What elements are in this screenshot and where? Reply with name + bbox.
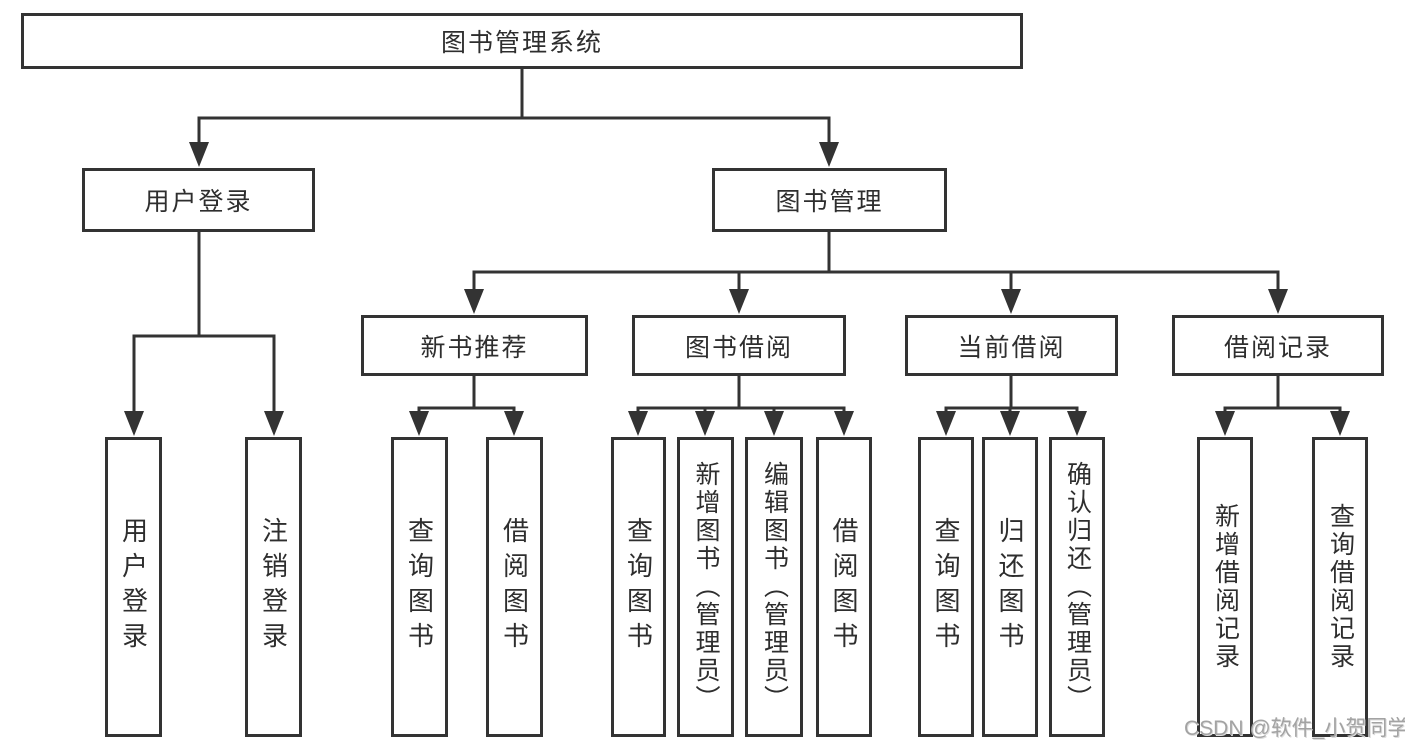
node-new-book-recommend-label: 新书推荐	[420, 333, 529, 362]
leaf-confirm-return-admin: 确认归还（管理员）	[1049, 437, 1105, 737]
leaf-return-book-label: 归还图书	[995, 517, 1025, 657]
node-book-borrow: 图书借阅	[632, 315, 846, 376]
leaf-borrow-books-borrow-label: 借阅图书	[829, 517, 859, 657]
node-borrow-records-label: 借阅记录	[1223, 333, 1332, 362]
leaf-borrow-books-borrow: 借阅图书	[816, 437, 872, 737]
csdn-watermark: CSDN @软件_小贺同学	[1184, 717, 1405, 740]
leaf-query-books-recommend: 查询图书	[391, 437, 448, 737]
node-new-book-recommend: 新书推荐	[361, 315, 588, 376]
leaf-query-books-current: 查询图书	[918, 437, 974, 737]
leaf-query-books-recommend-label: 查询图书	[404, 517, 435, 657]
leaf-add-book-admin: 新增图书（管理员）	[677, 437, 734, 737]
leaf-logout: 注销登录	[245, 437, 302, 737]
leaf-add-borrow-record-label: 新增借阅记录	[1211, 503, 1240, 671]
leaf-query-borrow-record-label: 查询借阅记录	[1326, 503, 1355, 671]
node-borrow-records: 借阅记录	[1172, 315, 1384, 376]
leaf-borrow-books-recommend-label: 借阅图书	[499, 517, 530, 657]
leaf-user-login-label: 用户登录	[118, 517, 149, 657]
node-user-login: 用户登录	[82, 168, 315, 232]
leaf-edit-book-admin: 编辑图书（管理员）	[745, 437, 803, 737]
node-current-borrow-label: 当前借阅	[957, 333, 1066, 362]
arrowheads	[124, 142, 1350, 436]
leaf-edit-book-admin-label: 编辑图书（管理员）	[760, 461, 789, 713]
leaf-query-borrow-record: 查询借阅记录	[1312, 437, 1368, 737]
leaf-query-books-current-label: 查询图书	[931, 517, 961, 657]
leaf-query-books-borrow: 查询图书	[611, 437, 666, 737]
leaf-borrow-books-recommend: 借阅图书	[486, 437, 543, 737]
node-root: 图书管理系统	[21, 13, 1023, 69]
leaf-query-books-borrow-label: 查询图书	[623, 517, 654, 657]
leaf-add-borrow-record: 新增借阅记录	[1197, 437, 1253, 737]
leaf-user-login: 用户登录	[105, 437, 162, 737]
leaf-return-book: 归还图书	[982, 437, 1038, 737]
leaf-logout-label: 注销登录	[258, 517, 289, 657]
leaf-confirm-return-admin-label: 确认归还（管理员）	[1063, 461, 1092, 713]
node-book-management-label: 图书管理	[775, 188, 884, 216]
node-current-borrow: 当前借阅	[905, 315, 1118, 376]
node-root-label: 图书管理系统	[440, 29, 603, 57]
node-book-management: 图书管理	[712, 168, 947, 232]
node-book-borrow-label: 图书借阅	[684, 333, 793, 362]
node-user-login-label: 用户登录	[144, 188, 253, 216]
leaf-add-book-admin-label: 新增图书（管理员）	[692, 461, 720, 713]
